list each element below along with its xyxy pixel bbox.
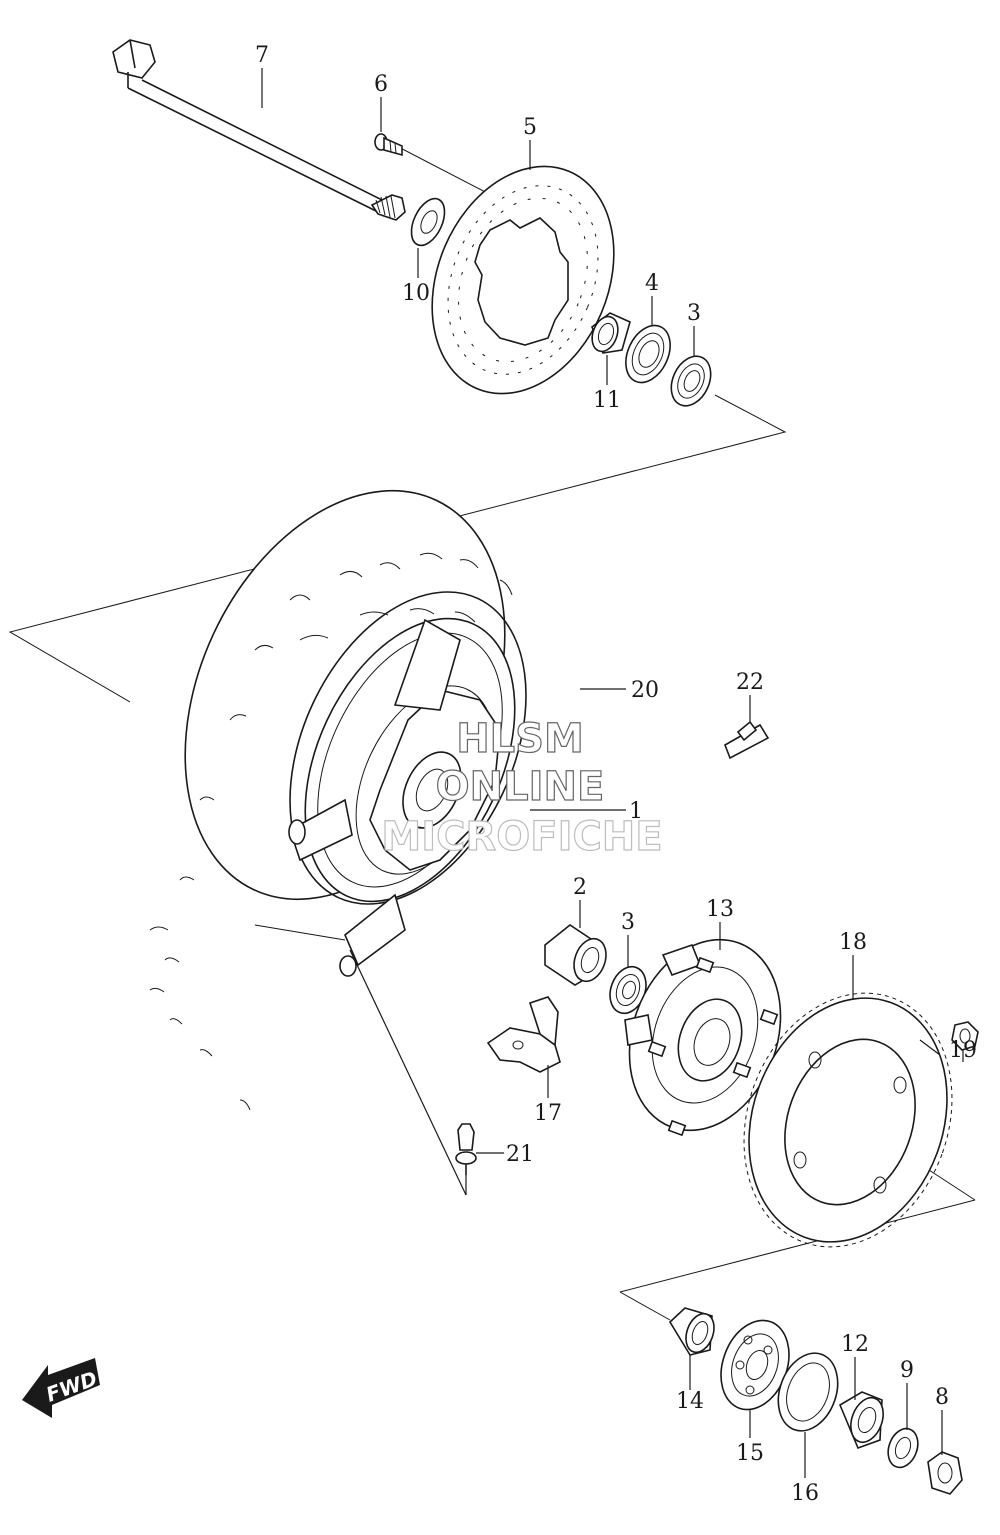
- oil-seal: [625, 324, 671, 384]
- tire-valve: [455, 1123, 477, 1175]
- washer-9: [887, 1427, 919, 1469]
- watermark-line3: MICROFICHE: [381, 814, 662, 860]
- spacer-collar: [591, 312, 631, 354]
- callout-18: 18: [839, 930, 867, 955]
- spacer-12: [838, 1391, 884, 1450]
- brake-disc: [431, 165, 615, 395]
- watermark: HLSM ONLINE MICROFICHE: [381, 715, 663, 860]
- callout-labels: 7 6 5 10 4 3 11 20 22 1 2 3 13 18 19 17 …: [255, 43, 977, 1506]
- brake-disc-bolt: [374, 133, 403, 157]
- callout-22: 22: [736, 670, 764, 695]
- callout-6: 6: [374, 72, 388, 97]
- callout-19: 19: [949, 1038, 977, 1063]
- callout-20: 20: [631, 678, 659, 703]
- oil-seal-16: [777, 1352, 839, 1432]
- callout-11: 11: [593, 388, 621, 413]
- collar-14: [668, 1307, 715, 1356]
- forward-arrow-icon: [22, 1358, 100, 1418]
- fwd-badge: FWD: [22, 1358, 100, 1418]
- balance-weight: [724, 720, 770, 760]
- bearing-upper: [670, 355, 712, 407]
- rear-sprocket: [743, 992, 953, 1248]
- sprocket-drum: [624, 938, 782, 1137]
- callout-21: 21: [506, 1142, 534, 1167]
- rear-axle: [112, 39, 406, 221]
- washer: [410, 197, 446, 247]
- drum-studs: [647, 956, 779, 1137]
- cushion-bracket: [486, 996, 561, 1073]
- callout-4: 4: [645, 271, 659, 296]
- axle-nut-8: [927, 1451, 963, 1495]
- bearing-15: [720, 1319, 790, 1411]
- callout-10: 10: [402, 281, 430, 306]
- callout-15: 15: [736, 1441, 764, 1466]
- callout-5: 5: [523, 115, 537, 140]
- watermark-line1: HLSM: [456, 716, 584, 762]
- callout-2: 2: [573, 875, 587, 900]
- rear-wheel: [254, 617, 516, 977]
- sprocket-nut: [951, 1021, 979, 1051]
- callout-7: 7: [255, 43, 269, 68]
- callout-3-upper: 3: [687, 301, 701, 326]
- callout-3-lower: 3: [621, 910, 635, 935]
- callout-1: 1: [629, 799, 643, 824]
- watermark-line2: ONLINE: [436, 764, 605, 810]
- leader-lines: [261, 68, 964, 1478]
- callout-16: 16: [791, 1481, 819, 1506]
- spacer: [544, 924, 607, 986]
- callout-13: 13: [706, 897, 734, 922]
- callout-12: 12: [841, 1332, 869, 1357]
- callout-17: 17: [534, 1101, 562, 1126]
- callout-8: 8: [935, 1385, 949, 1410]
- callout-14: 14: [676, 1389, 704, 1414]
- callout-9: 9: [900, 1358, 914, 1383]
